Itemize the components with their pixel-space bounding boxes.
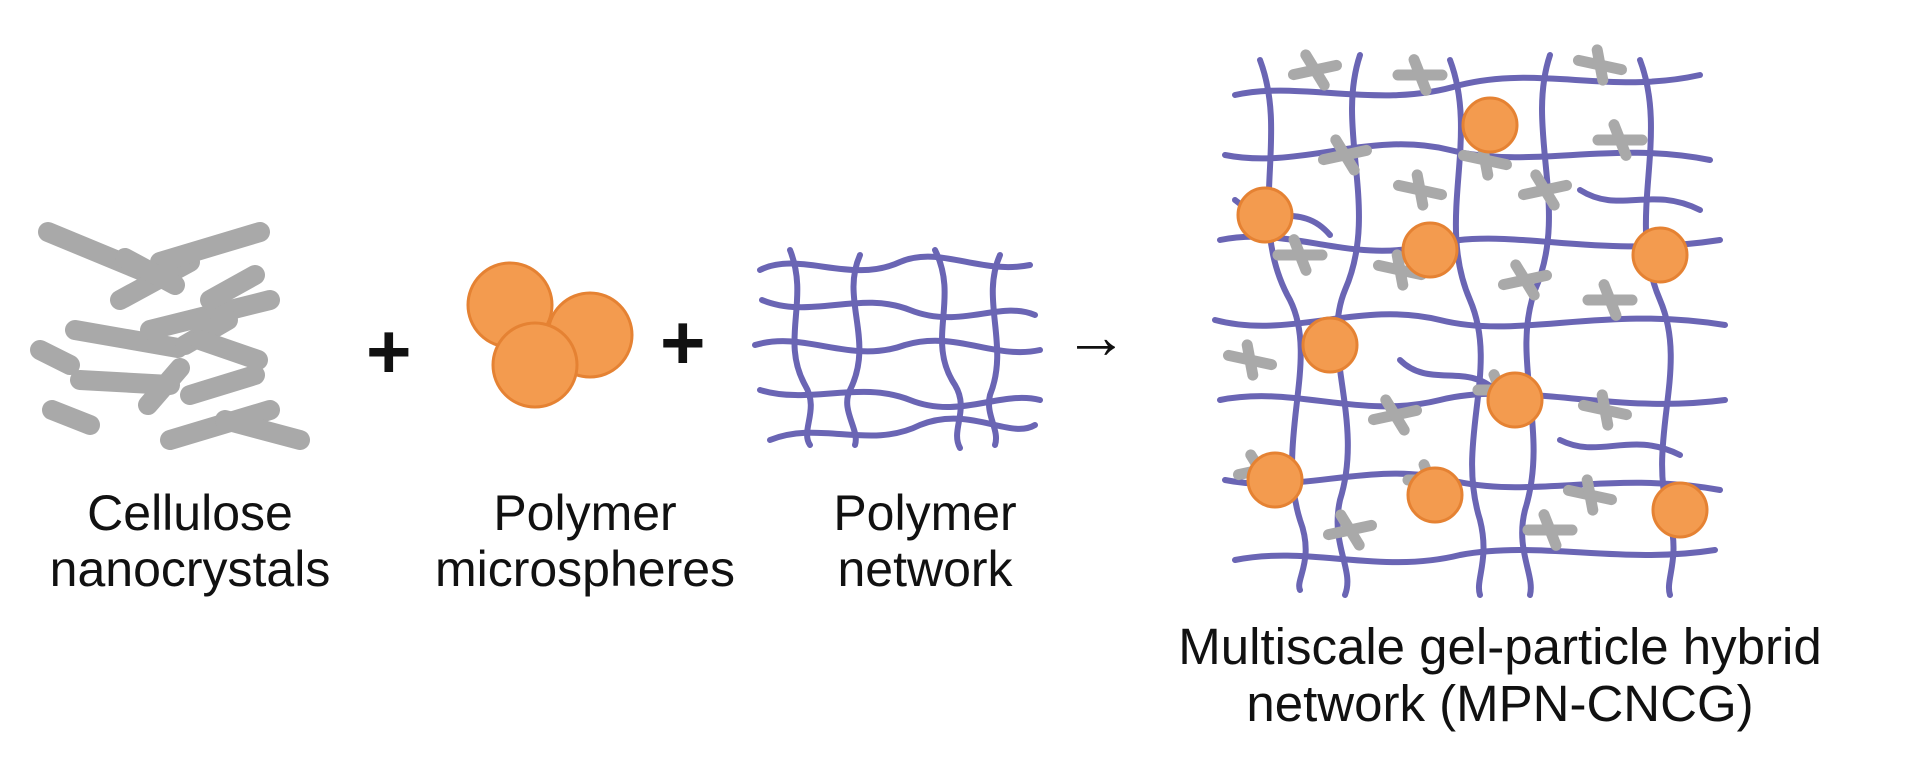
caption-polymer-microspheres: Polymer microspheres bbox=[400, 485, 770, 597]
nanocrystal-cross-icon bbox=[1335, 509, 1365, 551]
microsphere-icon bbox=[1631, 226, 1689, 284]
caption-line: Cellulose bbox=[87, 485, 293, 541]
hybrid-network-icon bbox=[1212, 44, 1728, 598]
polymer-network-strand bbox=[757, 253, 1033, 274]
nanocrystal-rod-icon bbox=[150, 222, 270, 272]
arrow-icon: → bbox=[1064, 300, 1128, 372]
polymer-network-strand bbox=[759, 297, 1038, 321]
caption-line: nanocrystals bbox=[49, 541, 331, 597]
nanocrystal-cross-icon bbox=[1408, 54, 1432, 96]
caption-polymer-network: Polymer network bbox=[760, 485, 1090, 597]
nanocrystal-cross-icon bbox=[1510, 259, 1540, 301]
nanocrystal-cross-icon bbox=[1581, 474, 1599, 516]
caption-line: Polymer bbox=[833, 485, 1017, 541]
caption-line: network bbox=[837, 541, 1013, 597]
nanocrystal-rod-icon bbox=[140, 290, 280, 340]
nanocrystal-cross-icon bbox=[1241, 339, 1259, 381]
microsphere-icon bbox=[1486, 371, 1544, 429]
microsphere-icon bbox=[1236, 186, 1294, 244]
nanocrystal-rod-icon bbox=[30, 340, 80, 375]
nanocrystal-rod-icon bbox=[138, 358, 190, 415]
plus-sign-2: + bbox=[660, 298, 706, 386]
polymer-network-strand bbox=[844, 252, 863, 448]
nanocrystal-cross-icon bbox=[1300, 49, 1330, 91]
hybrid-network-strand bbox=[1217, 390, 1728, 410]
nanocrystal-rod-icon bbox=[65, 320, 188, 358]
hybrid-network-strand bbox=[1257, 57, 1309, 593]
nanocrystal-rod-icon bbox=[42, 400, 100, 435]
microsphere-icon bbox=[1301, 316, 1359, 374]
nanocrystal-rod-icon bbox=[115, 248, 185, 295]
nanocrystal-cross-icon bbox=[1591, 44, 1609, 86]
nanocrystal-rod-icon bbox=[200, 265, 265, 310]
polymer-network-strand bbox=[757, 387, 1043, 410]
nanocrystal-cross-icon bbox=[1411, 169, 1429, 211]
caption-line: Multiscale gel-particle hybrid bbox=[1178, 618, 1822, 675]
nanocrystal-cross-icon bbox=[1330, 134, 1360, 176]
nanocrystal-rod-icon bbox=[190, 330, 268, 370]
hybrid-network-strand bbox=[1557, 437, 1683, 458]
nanocrystal-cross-icon bbox=[1288, 234, 1312, 276]
hybrid-network-strand bbox=[1447, 57, 1487, 598]
nanocrystal-cross-icon bbox=[1391, 249, 1409, 291]
caption-line: Polymer bbox=[493, 485, 677, 541]
microsphere-icon bbox=[1246, 451, 1304, 509]
plus-sign-1: + bbox=[366, 307, 412, 395]
caption-hybrid-network: Multiscale gel-particle hybrid network (… bbox=[1100, 618, 1900, 732]
polymer-network-strand bbox=[932, 247, 964, 451]
polymer-network-strand bbox=[767, 415, 1038, 443]
hybrid-network-strand bbox=[1577, 187, 1703, 213]
microsphere-icon bbox=[1401, 221, 1459, 279]
caption-line: network (MPN-CNCG) bbox=[1246, 675, 1754, 733]
caption-line: microspheres bbox=[434, 541, 736, 597]
microsphere-icon bbox=[1406, 466, 1464, 524]
microsphere-icon bbox=[491, 321, 579, 409]
hybrid-network-strand bbox=[1232, 72, 1703, 99]
polymer-network-icon bbox=[752, 247, 1043, 451]
nanocrystal-cross-icon bbox=[1538, 509, 1562, 551]
caption-cellulose-nanocrystals: Cellulose nanocrystals bbox=[20, 485, 360, 597]
nanocrystal-cross-icon bbox=[1596, 389, 1614, 431]
hybrid-network-strand bbox=[1637, 57, 1677, 598]
nanocrystal-cross-icon bbox=[1380, 394, 1410, 436]
nanocrystal-cross-icon bbox=[1598, 279, 1622, 321]
hybrid-network-strand bbox=[1212, 311, 1728, 330]
nanocrystal-cross-icon bbox=[1530, 169, 1560, 211]
nanocrystal-cross-icon bbox=[1608, 119, 1632, 161]
hybrid-network-strand bbox=[1519, 52, 1553, 598]
hybrid-microspheres bbox=[1236, 96, 1709, 539]
nanocrystal-rod-icon bbox=[180, 365, 265, 405]
polymer-microspheres-icon bbox=[466, 261, 634, 409]
microsphere-icon bbox=[1461, 96, 1519, 154]
microsphere-icon bbox=[1651, 481, 1709, 539]
polymer-network-strand bbox=[787, 247, 814, 448]
nanocrystal-rod-icon bbox=[215, 410, 310, 450]
cellulose-nanocrystals-icon bbox=[30, 222, 310, 450]
